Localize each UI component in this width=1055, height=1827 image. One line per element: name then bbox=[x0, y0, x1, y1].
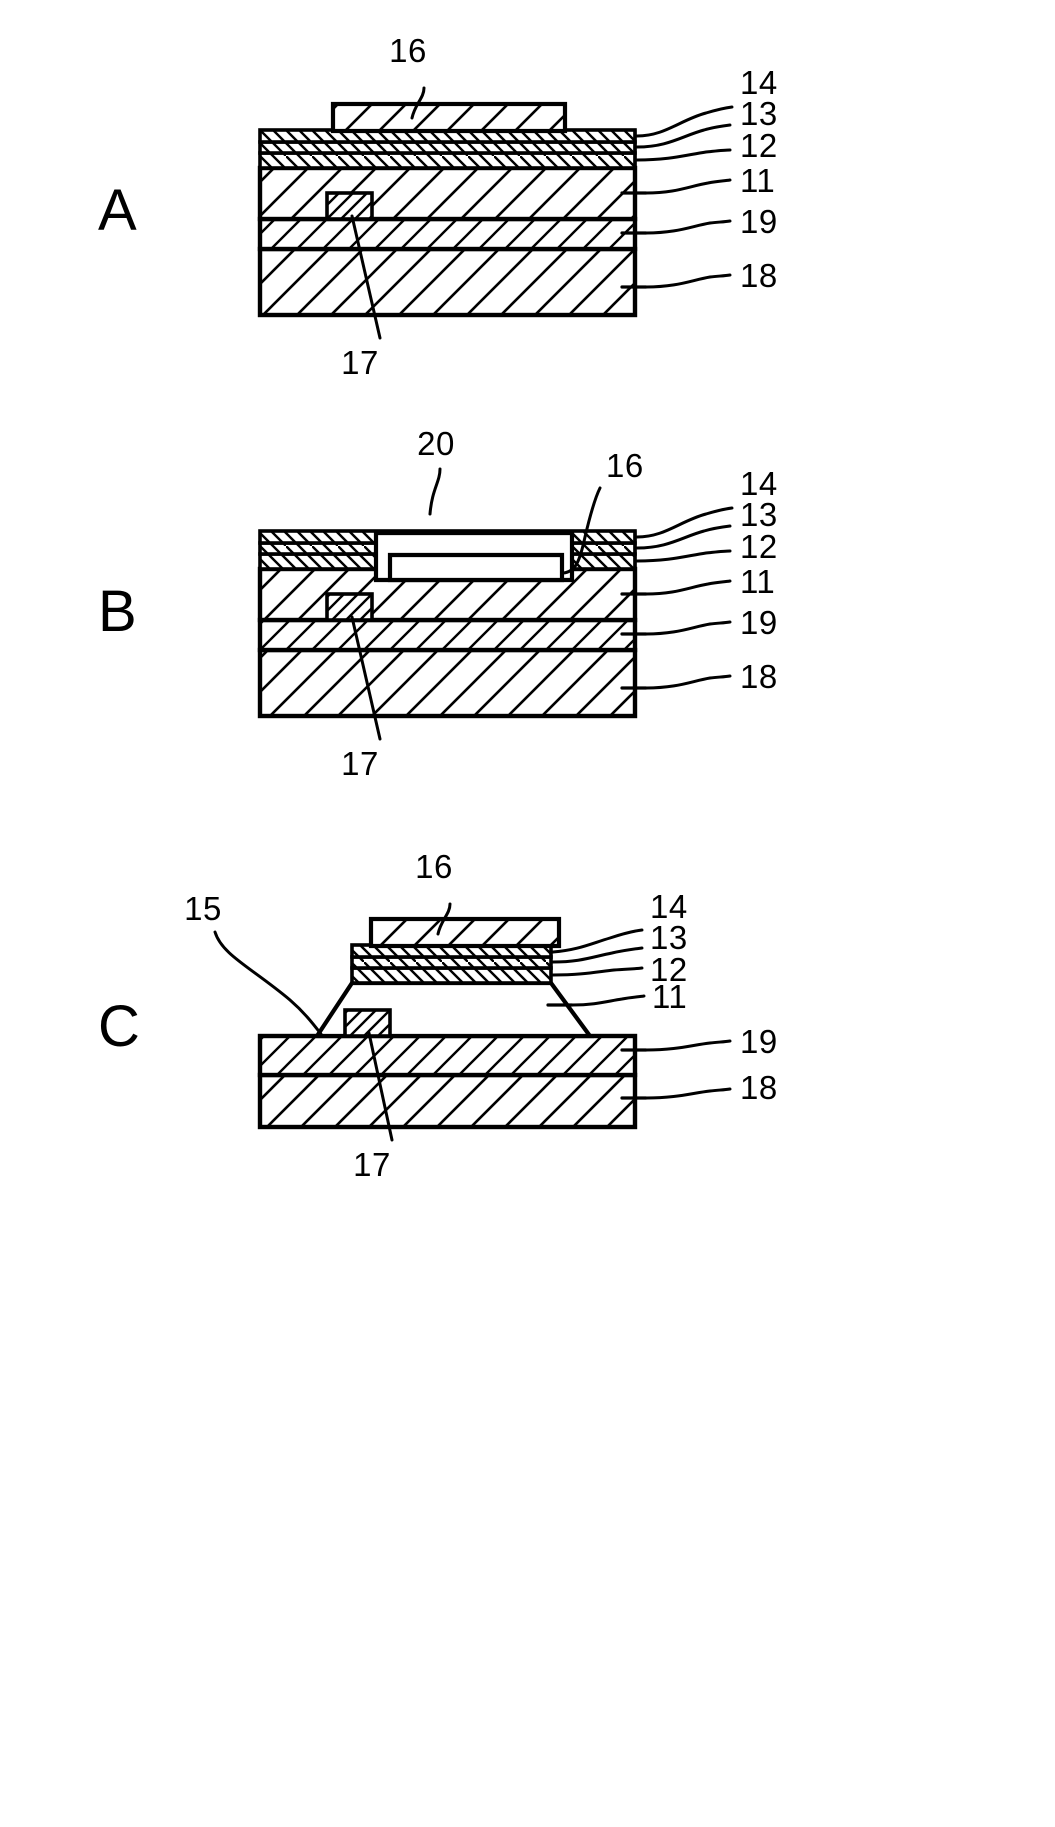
label-13-b: 13 bbox=[740, 496, 778, 533]
label-17-a: 17 bbox=[341, 344, 379, 381]
label-14-b: 14 bbox=[740, 465, 778, 502]
label-18-a: 18 bbox=[740, 257, 778, 294]
label-16-a: 16 bbox=[389, 32, 427, 69]
leader-14-c bbox=[551, 928, 644, 954]
label-11-a: 11 bbox=[740, 162, 775, 199]
leader-13-a bbox=[635, 123, 732, 149]
layer-12-c bbox=[350, 966, 553, 985]
label-11-b: 11 bbox=[740, 563, 775, 600]
panel-c: C 16 15 14 13 12 11 19 18 17 bbox=[98, 848, 778, 1183]
layer-16-b bbox=[387, 552, 565, 583]
leader-20-b bbox=[428, 467, 442, 516]
leader-14-b bbox=[635, 506, 734, 539]
label-12-b: 12 bbox=[740, 528, 778, 565]
label-18-b: 18 bbox=[740, 658, 778, 695]
label-11-c: 11 bbox=[652, 978, 687, 1015]
label-13-c: 13 bbox=[650, 919, 688, 956]
label-16-c: 16 bbox=[415, 848, 453, 885]
label-17-c: 17 bbox=[353, 1146, 391, 1183]
leader-17-c bbox=[367, 1031, 394, 1142]
layer-16-a bbox=[330, 101, 568, 134]
layer-18-b bbox=[257, 647, 638, 719]
leader-11-c bbox=[570, 994, 646, 1007]
leader-12-c bbox=[551, 966, 644, 977]
layer-18-c bbox=[257, 1072, 638, 1130]
leader-18-b bbox=[644, 674, 732, 690]
layer-19-b bbox=[257, 617, 638, 653]
layer-12-a bbox=[258, 151, 637, 170]
leader-19-a bbox=[644, 219, 732, 235]
layer-19-c bbox=[257, 1033, 638, 1078]
leader-16-a bbox=[410, 86, 426, 120]
leader-11-a bbox=[644, 178, 732, 195]
leader-14-a bbox=[635, 105, 734, 138]
panel-a: A 16 14 13 12 11 19 18 17 bbox=[98, 32, 778, 381]
leader-11-b bbox=[644, 579, 732, 596]
layer-16-c bbox=[368, 916, 562, 949]
leader-16-c bbox=[436, 902, 452, 936]
label-19-c: 19 bbox=[740, 1023, 778, 1060]
panel-b: B 20 16 14 13 12 11 19 18 17 bbox=[98, 425, 778, 782]
label-14-a: 14 bbox=[740, 64, 778, 101]
panel-letter-a: A bbox=[98, 178, 137, 243]
label-15-c: 15 bbox=[184, 890, 222, 927]
label-20-b: 20 bbox=[417, 425, 455, 462]
layer-18-a bbox=[257, 246, 638, 318]
layer-17-c bbox=[343, 1008, 392, 1038]
leader-13-b bbox=[635, 524, 732, 550]
leader-17-a bbox=[350, 214, 382, 340]
leader-19-b bbox=[644, 620, 732, 636]
label-13-a: 13 bbox=[740, 95, 778, 132]
leader-17-b bbox=[350, 615, 382, 741]
layer-11-a bbox=[257, 165, 638, 222]
leader-12-b bbox=[635, 549, 732, 563]
leader-16-b bbox=[561, 486, 602, 575]
label-16-b: 16 bbox=[606, 447, 644, 484]
label-19-b: 19 bbox=[740, 604, 778, 641]
label-14-c: 14 bbox=[650, 888, 688, 925]
layer-19-a bbox=[257, 216, 638, 252]
leader-18-c bbox=[644, 1087, 732, 1100]
leader-15-c bbox=[213, 930, 323, 1036]
leader-19-c bbox=[644, 1039, 732, 1052]
panel-letter-c: C bbox=[98, 994, 140, 1059]
leader-13-c bbox=[551, 946, 644, 964]
label-17-b: 17 bbox=[341, 745, 379, 782]
label-12-c: 12 bbox=[650, 951, 688, 988]
layer-17-b bbox=[325, 592, 374, 622]
label-19-a: 19 bbox=[740, 203, 778, 240]
label-18-c: 18 bbox=[740, 1069, 778, 1106]
panel-letter-b: B bbox=[98, 579, 137, 644]
label-12-a: 12 bbox=[740, 127, 778, 164]
leader-12-a bbox=[635, 148, 732, 162]
layer-17-a bbox=[325, 191, 374, 221]
leader-18-a bbox=[644, 273, 732, 289]
